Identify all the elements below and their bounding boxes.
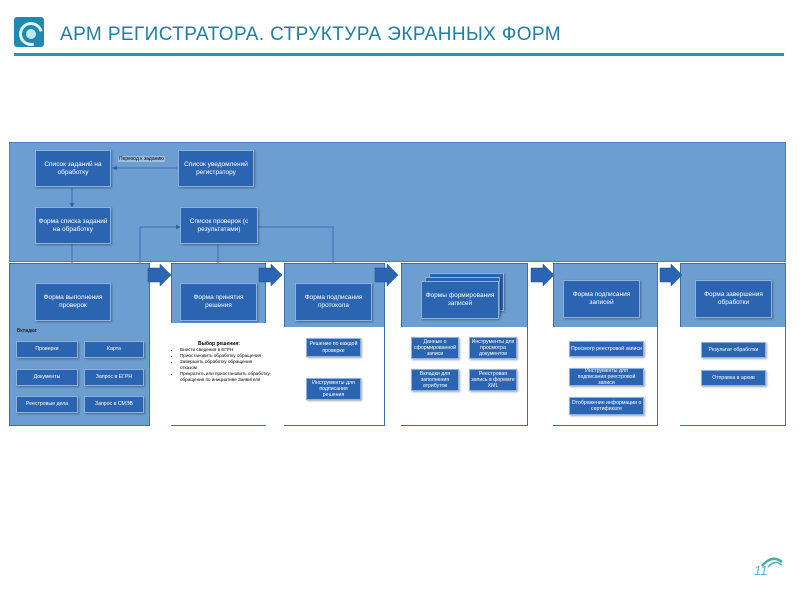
stage-arrow-3 — [374, 263, 399, 287]
tab-map-button[interactable]: Карта — [84, 341, 144, 358]
notifications-box[interactable]: Список уведомлений регистратору — [178, 150, 254, 187]
tab-documents-button[interactable]: Документы — [16, 369, 78, 386]
stage-arrow-2 — [258, 263, 283, 287]
company-logo-icon — [14, 17, 44, 47]
decision-choice-title: Выбор решения: — [198, 341, 240, 347]
stage-arrow-1 — [147, 263, 172, 287]
decision-panel-white — [170, 323, 266, 425]
task-list-form-box[interactable]: Форма списка заданий на обработку — [35, 207, 111, 244]
page-number: 11 — [754, 563, 768, 578]
decision-choice[interactable]: Внести сведения в ЕГРН — [180, 347, 270, 353]
tab-checks-button[interactable]: Проверки — [16, 341, 78, 358]
protocol-check-decision-button[interactable]: Решение по каждой проверке — [306, 338, 361, 357]
task-list-box[interactable]: Список заданий на обработку — [35, 150, 111, 187]
stage-arrow-5 — [659, 263, 683, 287]
checks-list-box[interactable]: Список проверок (с результатами) — [180, 207, 258, 244]
page-corner-icon — [761, 557, 783, 568]
finish-archive-button[interactable]: Отправка в архив — [701, 370, 766, 386]
stage-checks-header[interactable]: Форма выполнения проверок — [35, 283, 111, 321]
stage-protocol-header[interactable]: Форма подписания протокола — [295, 283, 372, 321]
finish-result-button[interactable]: Результат обработки — [701, 342, 766, 358]
stage-decision-header[interactable]: Форма принятия решения — [180, 283, 257, 321]
tab-smev-request-button[interactable]: Запрос в СМЭВ — [84, 396, 144, 413]
decision-choices-list: Внести сведения в ЕГРН Приостановить обр… — [174, 347, 270, 383]
slide-title: АРМ РЕГИСТРАТОРА. СТРУКТУРА ЭКРАННЫХ ФОР… — [60, 24, 562, 45]
records-data-button[interactable]: Данные о сформированной записи — [411, 337, 459, 359]
decision-choice[interactable]: Приостановить обработку обращения — [180, 353, 270, 359]
edge-label: Переход к заданию — [118, 156, 165, 162]
records-doc-tools-button[interactable]: Инструменты для просмотра документов — [469, 337, 517, 359]
records-xml-button[interactable]: Реестровая запись в формате XML — [469, 369, 517, 391]
tab-egrn-request-button[interactable]: Запрос в ЕГРН — [84, 369, 144, 386]
tabs-label: Вкладки: — [17, 328, 38, 334]
sign-view-record-button[interactable]: Просмотр реестровой записи — [569, 341, 644, 357]
stage-arrow-4 — [530, 263, 555, 287]
stage-records-header[interactable]: Формы формирования записей — [421, 281, 499, 319]
sign-certificate-info-button[interactable]: Отображение информации о сертификате — [569, 397, 644, 415]
records-attribute-tabs-button[interactable]: Вкладки для заполнения атрибутов — [411, 369, 459, 391]
decision-choice[interactable]: Прекратить или приостановить обработку о… — [180, 371, 270, 383]
stage-finish-header[interactable]: Форма завершения обработки — [695, 280, 772, 318]
decision-choice[interactable]: Завершить обработку обращения отказом — [180, 359, 270, 371]
diagram-top-panel — [9, 142, 786, 262]
stage-sign-records-header[interactable]: Форма подписания записей — [563, 280, 640, 318]
tab-registry-files-button[interactable]: Реестровые дела — [16, 396, 78, 413]
protocol-sign-tools-button[interactable]: Инструменты для подписания решения — [306, 378, 361, 400]
title-divider — [14, 53, 784, 56]
sign-record-tools-button[interactable]: Инструменты для подписания реестровой за… — [569, 368, 644, 386]
